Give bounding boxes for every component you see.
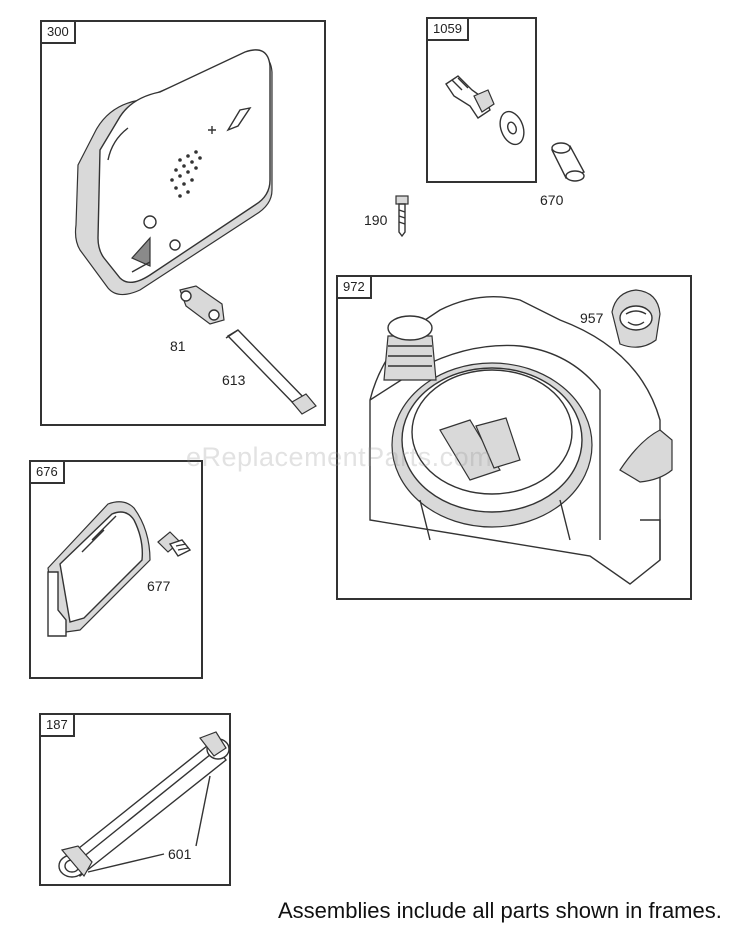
screw-190	[395, 195, 409, 238]
leader-601-b	[195, 775, 211, 847]
fuel-tank-972	[369, 296, 673, 585]
frame-label-972: 972	[336, 275, 372, 299]
guard-676	[47, 501, 151, 637]
callout-677: 677	[147, 578, 171, 594]
callout-957: 957	[580, 310, 604, 326]
watermark: eReplacementParts.com	[186, 442, 493, 472]
stud-1059	[445, 75, 495, 119]
filler-neck	[383, 315, 437, 381]
leader-601-a	[87, 853, 165, 873]
footer-note: Assemblies include all parts shown in fr…	[278, 898, 722, 923]
tube-187	[58, 731, 230, 878]
callout-613: 613	[222, 372, 246, 388]
washer-1059	[499, 110, 525, 146]
fuel-cap-957	[611, 289, 661, 348]
frame-label-300: 300	[40, 20, 76, 44]
washer-81	[179, 285, 225, 325]
muffler-part	[74, 49, 273, 296]
callout-190: 190	[364, 212, 388, 228]
callout-81: 81	[170, 338, 186, 354]
screw-677	[157, 531, 192, 557]
bolt-613	[225, 329, 317, 415]
callout-601: 601	[168, 846, 192, 862]
spacer-670	[550, 142, 586, 182]
callout-670: 670	[540, 192, 564, 208]
frame-label-187: 187	[39, 713, 75, 737]
frame-label-676: 676	[29, 460, 65, 484]
frame-label-1059: 1059	[426, 17, 469, 41]
